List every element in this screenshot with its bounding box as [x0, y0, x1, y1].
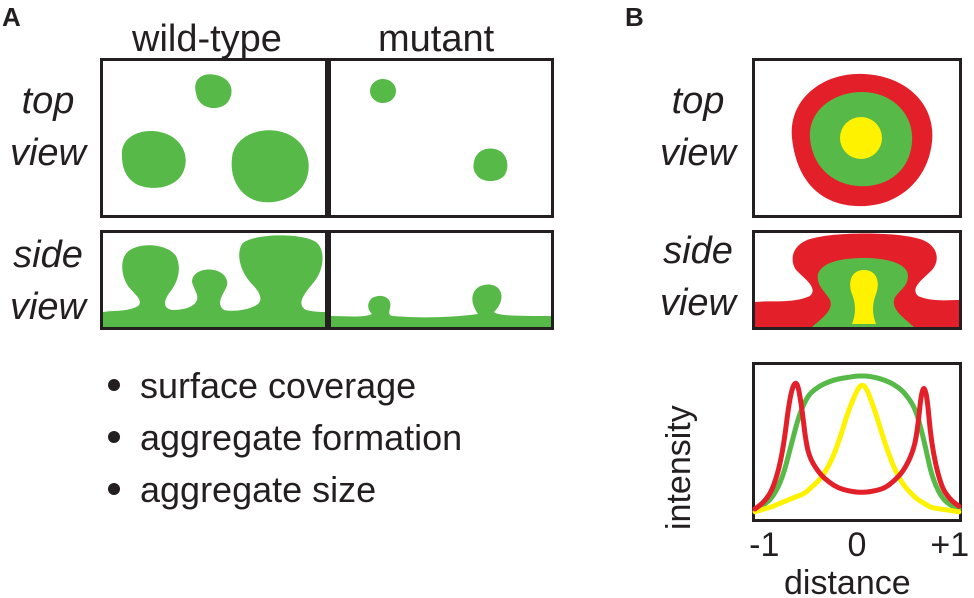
aggregate-large-left	[121, 131, 186, 188]
aggregate-small	[473, 148, 508, 182]
b-row-label-side-line1: side	[663, 230, 733, 272]
list-item: surface coverage	[108, 366, 462, 418]
bullet-list: surface coverage aggregate formation agg…	[108, 366, 462, 522]
b-row-label-top-line1: top	[671, 80, 725, 122]
aggregate-large-right	[231, 130, 309, 203]
aggregate-tiny	[370, 79, 396, 103]
b-top-view	[752, 58, 962, 218]
row-label-top-line2: view	[9, 132, 87, 174]
intensity-chart	[752, 362, 962, 522]
b-row-label-side-line2: view	[659, 282, 737, 324]
mutant-side-view	[328, 230, 554, 330]
aggregate-profile	[331, 284, 551, 327]
x-axis-label: distance	[784, 564, 911, 598]
bullet-dot	[108, 431, 120, 444]
row-label-top-line1: top	[21, 80, 75, 122]
x-tick-label: 0	[847, 526, 867, 564]
column-header-wild-type: wild-type	[132, 18, 282, 60]
series-line-2	[752, 380, 962, 512]
aggregate-small	[195, 74, 232, 109]
series-line-1	[752, 382, 962, 515]
x-tick-label: +1	[930, 526, 970, 564]
bullet-dot	[108, 379, 120, 392]
wild-type-side-view	[100, 230, 328, 330]
x-tick-label: -1	[749, 526, 780, 564]
list-item: aggregate size	[108, 470, 462, 522]
y-axis-label: intensity	[660, 405, 698, 530]
bullet-dot	[108, 483, 120, 496]
list-item: aggregate formation	[108, 418, 462, 470]
panel-letter-a: A	[2, 2, 21, 32]
core	[850, 270, 878, 324]
series-layer	[752, 373, 962, 515]
row-label-side-line2: view	[9, 286, 87, 328]
wild-type-top-view	[100, 58, 328, 218]
panel-letter-b: B	[625, 2, 644, 32]
row-label-side-line1: side	[13, 234, 83, 276]
b-row-label-top-line2: view	[659, 132, 737, 174]
b-side-view	[752, 230, 962, 330]
core	[840, 117, 882, 159]
series-line-0	[752, 373, 962, 512]
column-header-mutant: mutant	[378, 18, 495, 60]
mutant-top-view	[328, 58, 554, 218]
aggregate-profile	[103, 235, 325, 327]
